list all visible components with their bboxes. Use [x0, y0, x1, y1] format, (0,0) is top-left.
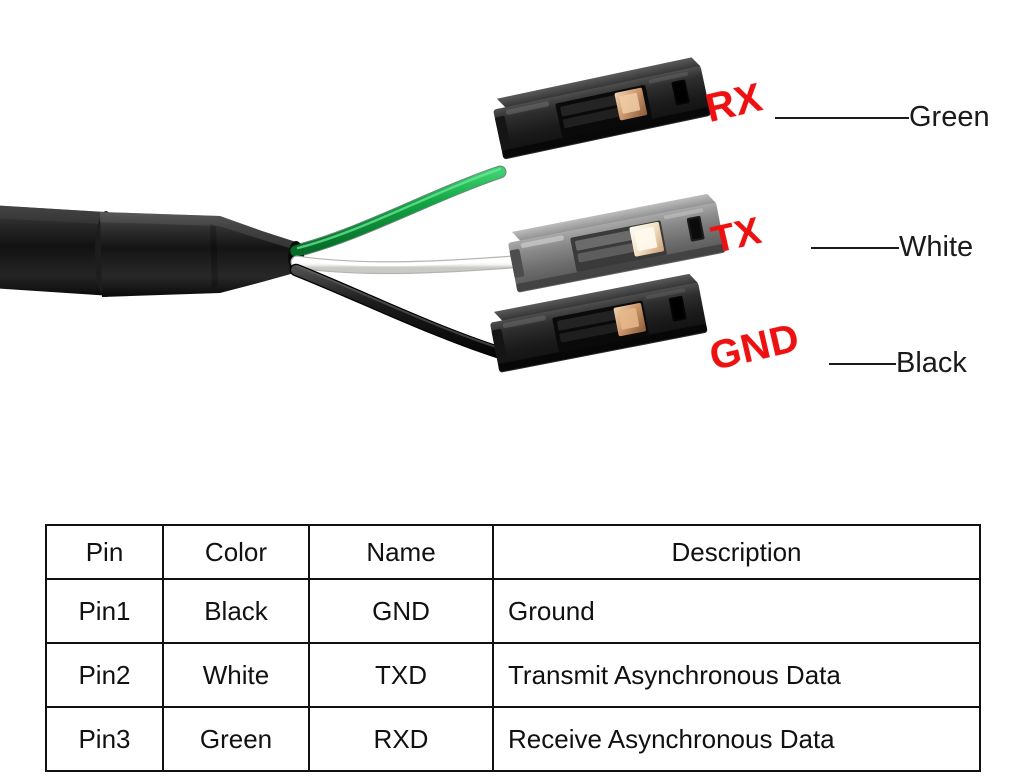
cell-color: White	[162, 642, 310, 708]
cell-pin: Pin3	[45, 706, 164, 772]
cell-color: Green	[162, 706, 310, 772]
header-description: Description	[492, 524, 981, 580]
white-wire	[290, 255, 519, 275]
cell-description: Transmit Asynchronous Data	[492, 642, 981, 708]
rx-connector	[493, 57, 711, 160]
table-header-row: Pin Color Name Description	[45, 524, 981, 580]
header-color: Color	[162, 524, 310, 580]
table-row: Pin2 White TXD Transmit Asynchronous Dat…	[45, 642, 981, 708]
cell-pin: Pin2	[45, 642, 164, 708]
cell-color: Black	[162, 578, 310, 644]
cell-signal: RXD	[308, 706, 494, 772]
cable-jacket	[0, 205, 117, 297]
header-pin: Pin	[45, 524, 164, 580]
black-callout: Black	[896, 347, 967, 379]
tx-connector	[508, 193, 726, 293]
tx-label: TX	[707, 209, 766, 262]
green-wire	[289, 165, 507, 258]
pinout-table: Pin Color Name Description Pin1 Black GN…	[45, 524, 981, 772]
cell-signal: GND	[308, 578, 494, 644]
table-row: Pin3 Green RXD Receive Asynchronous Data	[45, 706, 981, 772]
cell-pin: Pin1	[45, 578, 164, 644]
cell-signal: TXD	[308, 642, 494, 708]
table-body: Pin1 Black GND Ground Pin2 White TXD Tra…	[45, 578, 981, 772]
pinout-table-wrapper: Pin Color Name Description Pin1 Black GN…	[45, 524, 981, 772]
table-header: Pin Color Name Description	[45, 524, 981, 580]
green-leader-line	[775, 117, 909, 119]
table-row: Pin1 Black GND Ground	[45, 578, 981, 644]
black-wire	[289, 263, 505, 359]
cell-description: Ground	[492, 578, 981, 644]
cable-photo: RX TX GND Green White Black	[0, 57, 990, 379]
gnd-connector	[490, 273, 708, 373]
white-leader-line	[811, 247, 899, 249]
black-leader-line	[829, 363, 896, 365]
header-name: Name	[308, 524, 494, 580]
cable-photo-illustration	[0, 57, 726, 373]
cell-description: Receive Asynchronous Data	[492, 706, 981, 772]
white-callout: White	[899, 231, 974, 263]
green-callout: Green	[909, 101, 990, 133]
